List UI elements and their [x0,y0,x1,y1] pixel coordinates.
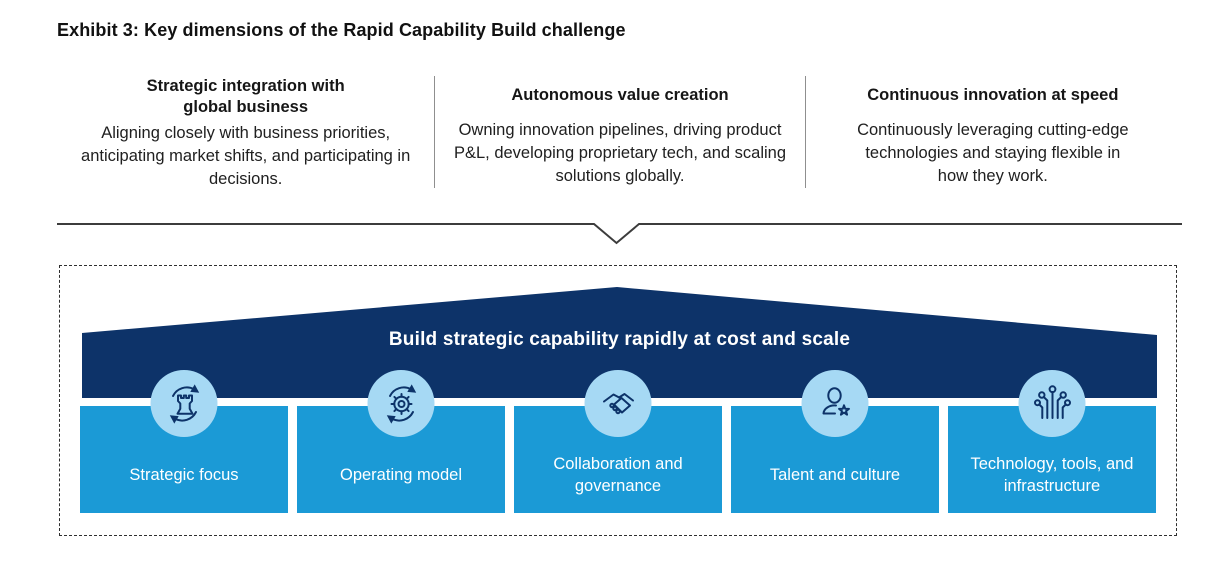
exhibit-title: Exhibit 3: Key dimensions of the Rapid C… [57,20,626,40]
dimension-heading: Strategic integration with global busine… [146,77,345,116]
dimension-column-continuous-innovation: Continuous innovation at speed Continuou… [806,76,1180,188]
pillar-label: Collaboration and governance [553,454,683,495]
talent-person-star-icon [801,370,869,437]
pillar-operating-model: Operating model [297,370,505,513]
pillar-label: Technology, tools, and infrastructure [970,454,1134,495]
operating-gear-icon [367,370,435,437]
bracket-connector-line [57,223,1182,245]
pillar-collaboration-governance: Collaboration and governance [514,370,722,513]
pillar-label: Operating model [340,465,462,484]
dimension-body: Aligning closely with business prioritie… [81,124,411,188]
dimension-body: Owning innovation pipelines, driving pro… [453,121,787,185]
pillar-strategic-focus: Strategic focus [80,370,288,513]
strategy-cycle-icon [150,370,218,437]
dimensions-row: Strategic integration with global busine… [57,76,1180,188]
dashed-container [59,265,1177,536]
pillar-label: Talent and culture [769,465,901,484]
dimension-heading: Autonomous value creation [511,86,729,104]
dimension-column-strategic-integration: Strategic integration with global busine… [57,76,436,188]
handshake-icon [584,370,652,437]
pillar-technology-infrastructure: Technology, tools, and infrastructure [948,370,1156,513]
pillar-label: Strategic focus [129,465,239,484]
dimension-column-autonomous-value: Autonomous value creation Owning innovat… [435,76,806,188]
dimension-heading: Continuous innovation at speed [867,86,1119,104]
banner-label: Build strategic capability rapidly at co… [388,329,851,350]
technology-circuit-icon [1018,370,1086,437]
pillar-talent-culture: Talent and culture [731,370,939,513]
dimension-body: Continuously leveraging cutting-edge tec… [857,121,1129,185]
